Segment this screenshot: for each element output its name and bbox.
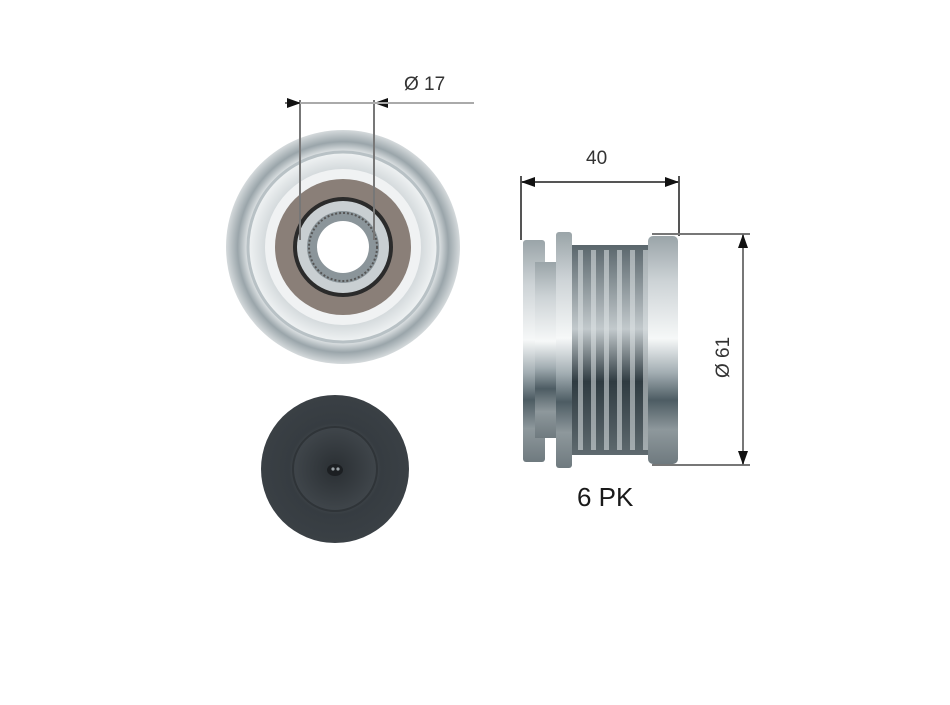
center-bore — [317, 221, 369, 273]
cap-view — [261, 395, 409, 543]
spline-teeth — [308, 212, 378, 282]
label-width: 40 — [586, 148, 608, 169]
label-profile: 6 PK — [577, 482, 634, 512]
label-outer-diameter: Ø 61 — [713, 336, 734, 378]
side-view — [523, 232, 678, 468]
ribbed-grooves — [572, 245, 656, 455]
dimension-inner-diameter — [285, 98, 474, 240]
label-inner-diameter: Ø 17 — [404, 74, 446, 95]
dimension-outer-diameter — [652, 233, 750, 466]
flange-right — [648, 236, 678, 464]
front-view — [226, 130, 460, 364]
dimension-width — [520, 176, 680, 240]
